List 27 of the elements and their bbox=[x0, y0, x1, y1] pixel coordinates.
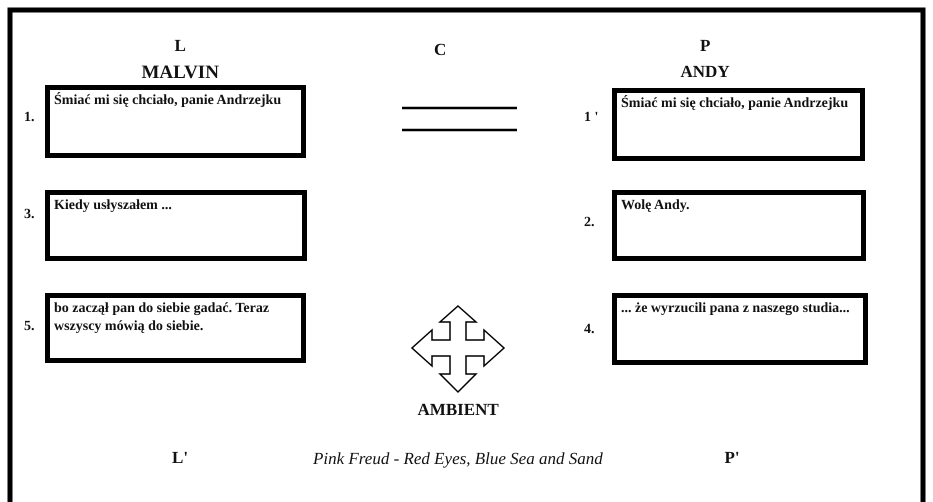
column-letter: P' bbox=[724, 448, 740, 468]
dialogue-box bbox=[45, 85, 306, 158]
character-name: MALVIN bbox=[142, 62, 219, 84]
line-number: 1. bbox=[24, 110, 34, 126]
character-name: ANDY bbox=[680, 62, 730, 82]
column-letter: L bbox=[174, 36, 186, 56]
column-letter: L' bbox=[172, 448, 188, 468]
dialogue-text: bo zaczął pan do siebie gadać. Teraz wszyscy mówią do siebie. bbox=[54, 300, 270, 336]
line-number: 3. bbox=[24, 207, 34, 223]
dialogue-box bbox=[612, 88, 865, 161]
line-number: 5. bbox=[24, 319, 34, 335]
line-number: 1 ' bbox=[584, 110, 598, 126]
dialogue-text: Śmiać mi się chciało, panie Andrzejku bbox=[621, 95, 850, 113]
atmosphere-label: AMBIENT bbox=[418, 400, 499, 420]
dialogue-text: ... że wyrzucili pana z naszego studia... bbox=[621, 300, 851, 318]
line-number: 4. bbox=[584, 322, 594, 338]
dialogue-box bbox=[45, 293, 306, 363]
dialogue-box bbox=[612, 293, 868, 365]
line-number: 2. bbox=[584, 215, 594, 231]
column-letter: P bbox=[700, 36, 710, 56]
dialogue-text: Wolę Andy. bbox=[621, 197, 690, 215]
dialogue-box bbox=[612, 190, 866, 261]
music-credit: Pink Freud - Red Eyes, Blue Sea and Sand bbox=[313, 449, 603, 469]
dialogue-box bbox=[45, 190, 307, 261]
dialogue-text: Śmiać mi się chciało, panie Andrzejku bbox=[54, 92, 282, 110]
column-letter: C bbox=[434, 40, 446, 60]
dialogue-text: Kiedy usłyszałem ... bbox=[54, 197, 173, 215]
